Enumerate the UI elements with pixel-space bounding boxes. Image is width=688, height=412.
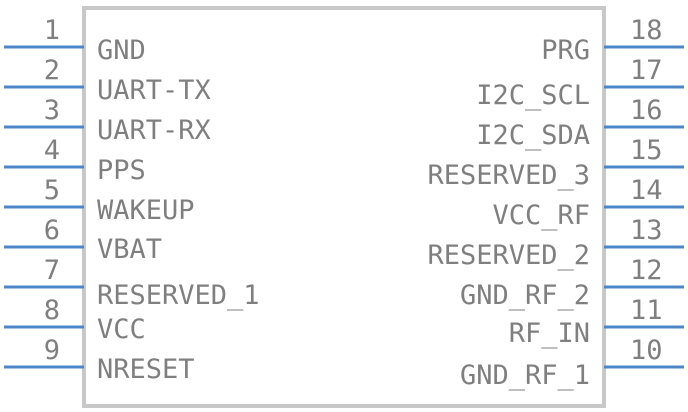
pin-number: 16	[630, 95, 663, 126]
pin-number: 4	[44, 135, 60, 166]
pin-name: VCC	[97, 314, 146, 345]
pin-number: 11	[630, 295, 663, 326]
pin-number: 3	[44, 95, 60, 126]
pin-name: RF_IN	[509, 318, 590, 349]
pin-name: WAKEUP	[97, 195, 195, 226]
pin-number: 13	[630, 215, 663, 246]
pin-name: PRG	[541, 35, 590, 66]
pin-name: VBAT	[97, 234, 162, 265]
pin-number: 14	[630, 175, 663, 206]
pin-number: 9	[44, 335, 60, 366]
left-pin-group: 1GND2UART-TX3UART-RX4PPS5WAKEUP6VBAT7RES…	[4, 15, 260, 385]
pin-number: 1	[44, 15, 60, 46]
pin-number: 2	[44, 55, 60, 86]
pin-name: RESERVED_3	[427, 160, 590, 191]
pin-name: GND_RF_1	[460, 360, 590, 391]
pin-number: 15	[630, 135, 663, 166]
pin-number: 17	[630, 55, 663, 86]
pin-name: I2C_SDA	[476, 120, 590, 151]
pin-name: I2C_SCL	[476, 80, 590, 111]
pin-name: UART-RX	[97, 115, 211, 146]
pin-name: UART-TX	[97, 75, 211, 106]
pin-number: 7	[44, 255, 60, 286]
ic-body	[82, 6, 606, 408]
pin-number: 18	[630, 15, 663, 46]
pin-number: 5	[44, 175, 60, 206]
pin-name: RESERVED_2	[427, 240, 590, 271]
pin-number: 10	[630, 335, 663, 366]
pin-name: GND_RF_2	[460, 280, 590, 311]
pin-name: GND	[97, 35, 146, 66]
pin-name: RESERVED_1	[97, 280, 260, 311]
pin-name: PPS	[97, 155, 146, 186]
pin-number: 12	[630, 255, 663, 286]
pin-name: VCC_RF	[492, 200, 590, 231]
pin-number: 8	[44, 295, 60, 326]
pin-number: 6	[44, 215, 60, 246]
pin-name: NRESET	[97, 354, 195, 385]
